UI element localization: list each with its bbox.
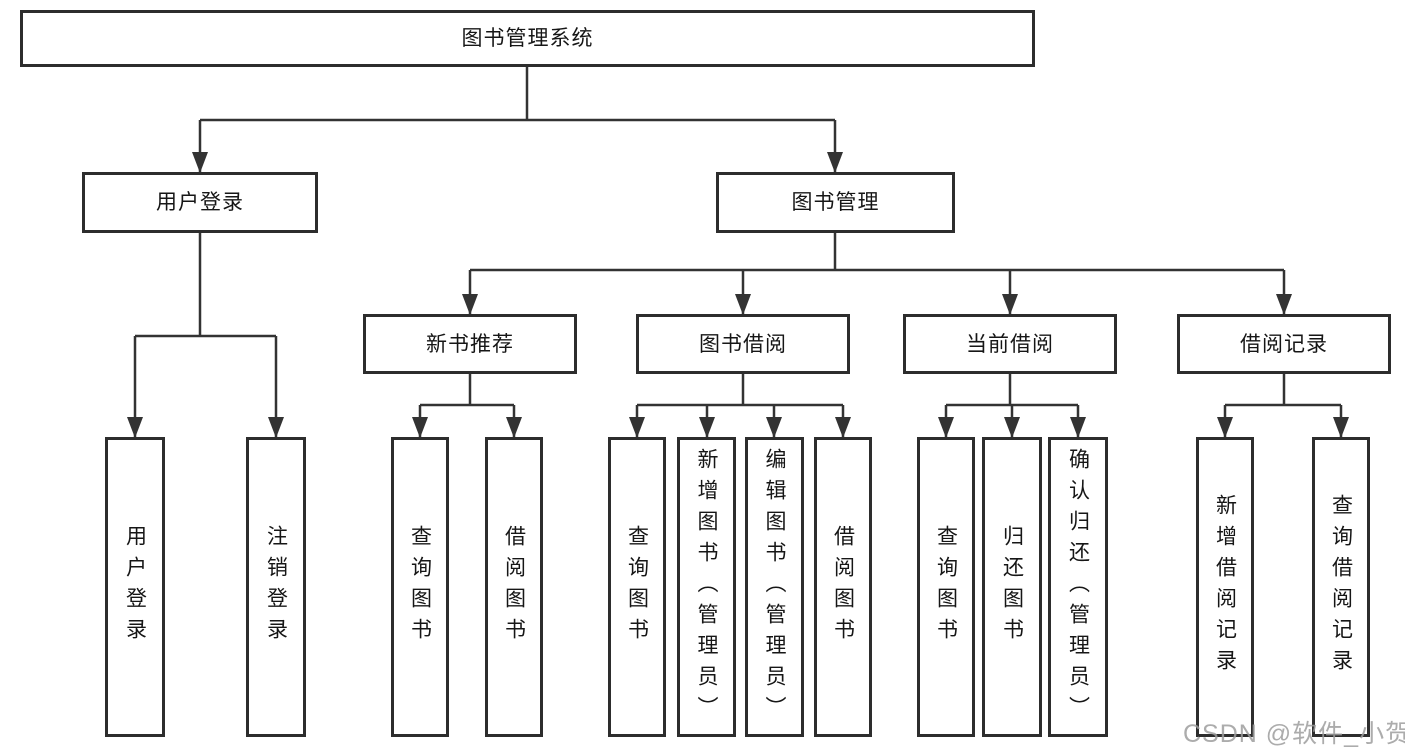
node-root: 图书管理系统 <box>20 10 1035 67</box>
leaf-confirm-return-admin: 确认归还（管理员） <box>1048 437 1108 737</box>
leaf-user-login: 用户登录 <box>105 437 165 737</box>
leaf-add-borrow-record: 新增借阅记录 <box>1196 437 1254 737</box>
leaf-edit-book-admin-label: 编辑图书（管理员） <box>763 447 786 727</box>
node-user-login: 用户登录 <box>82 172 318 233</box>
leaf-query-books-borrow-label: 查询图书 <box>625 525 649 649</box>
node-book-management: 图书管理 <box>716 172 955 233</box>
arrowheads <box>127 152 1349 438</box>
leaf-logout-login-label: 注销登录 <box>264 525 288 649</box>
node-borrow-records: 借阅记录 <box>1177 314 1391 374</box>
node-current-borrow-label: 当前借阅 <box>966 332 1054 356</box>
leaf-query-books-recommend: 查询图书 <box>391 437 449 737</box>
leaf-add-book-admin: 新增图书（管理员） <box>677 437 736 737</box>
connector-lines <box>133 67 1343 437</box>
leaf-add-book-admin-label: 新增图书（管理员） <box>695 447 718 727</box>
node-book-management-label: 图书管理 <box>791 191 880 214</box>
node-current-borrow: 当前借阅 <box>903 314 1117 374</box>
leaf-user-login-label: 用户登录 <box>123 525 147 649</box>
leaf-borrow-books-recommend: 借阅图书 <box>485 437 543 737</box>
node-new-book-recommend-label: 新书推荐 <box>426 332 514 356</box>
leaf-logout-login: 注销登录 <box>246 437 306 737</box>
leaf-edit-book-admin: 编辑图书（管理员） <box>745 437 804 737</box>
leaf-query-books-current: 查询图书 <box>917 437 975 737</box>
leaf-return-book-label: 归还图书 <box>1000 525 1024 649</box>
leaf-query-borrow-record-label: 查询借阅记录 <box>1329 494 1353 680</box>
csdn-watermark: CSDN @软件_小贺同学 <box>1183 720 1405 747</box>
leaf-add-borrow-record-label: 新增借阅记录 <box>1213 494 1237 680</box>
leaf-borrow-books: 借阅图书 <box>814 437 872 737</box>
leaf-borrow-books-label: 借阅图书 <box>831 525 855 649</box>
leaf-return-book: 归还图书 <box>982 437 1042 737</box>
leaf-query-borrow-record: 查询借阅记录 <box>1312 437 1370 737</box>
leaf-query-books-borrow: 查询图书 <box>608 437 666 737</box>
node-borrow-records-label: 借阅记录 <box>1240 332 1328 356</box>
leaf-confirm-return-admin-label: 确认归还（管理员） <box>1066 447 1090 727</box>
node-book-borrow: 图书借阅 <box>636 314 850 374</box>
leaf-query-books-recommend-label: 查询图书 <box>408 525 432 649</box>
node-new-book-recommend: 新书推荐 <box>363 314 577 374</box>
leaf-borrow-books-recommend-label: 借阅图书 <box>502 525 526 649</box>
node-user-login-label: 用户登录 <box>156 191 244 214</box>
leaf-query-books-current-label: 查询图书 <box>934 525 958 649</box>
node-book-borrow-label: 图书借阅 <box>699 332 787 356</box>
node-root-label: 图书管理系统 <box>461 27 594 50</box>
